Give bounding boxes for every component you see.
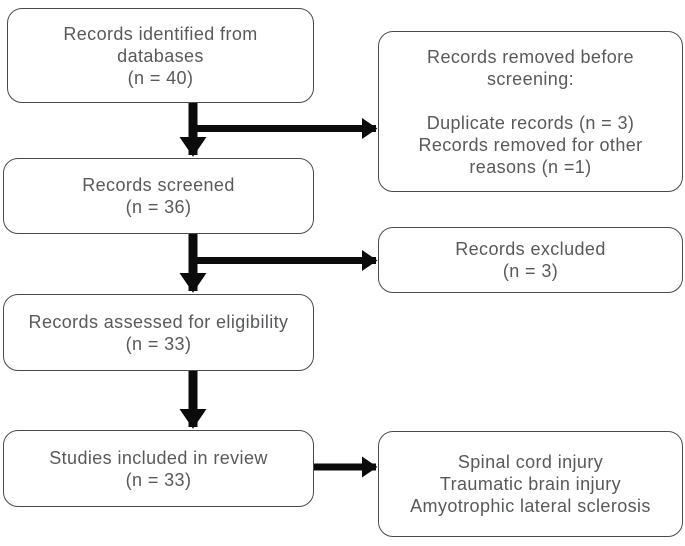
node-records-excluded: Records excluded (n = 3)	[378, 227, 683, 293]
node-records-screened: Records screened (n = 36)	[3, 158, 314, 234]
node-records-assessed-for-eligibility: Records assessed for eligibility (n = 33…	[3, 294, 314, 371]
node-included-study-conditions: Spinal cord injury Traumatic brain injur…	[378, 431, 683, 537]
node-records-identified: Records identified from databases (n = 4…	[7, 8, 314, 103]
node-studies-included-in-review: Studies included in review (n = 33)	[3, 430, 314, 507]
node-records-removed-before-screening: Records removed before screening: Duplic…	[378, 31, 683, 192]
